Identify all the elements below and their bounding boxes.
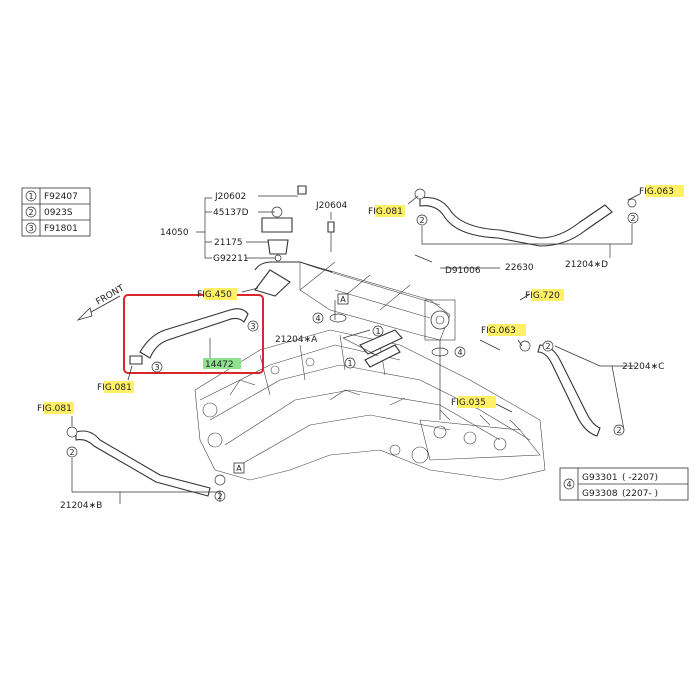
legend-bottom-range-1: ( -2207)	[622, 473, 658, 483]
fig-ref-text: FIG.450	[197, 290, 232, 300]
hose-21204b: 2 2 21204∗B	[60, 426, 226, 511]
part-14472-label[interactable]: 14472	[205, 360, 234, 370]
callout-4-left: 4	[315, 314, 320, 323]
clamp-2-d-right: 2	[630, 214, 635, 223]
fig-ref-highlight	[488, 324, 526, 336]
legend-bottom-range-2: (2207- )	[622, 489, 658, 499]
label-d91006: D91006	[445, 266, 481, 276]
label-21204b: 21204∗B	[60, 501, 102, 511]
hose-14472[interactable]	[139, 308, 249, 359]
legend-num-2: 2	[28, 208, 33, 217]
ref-arrows	[71, 193, 641, 426]
fig-ref-highlight	[532, 289, 564, 301]
fig-ref-063-mid[interactable]: FIG.063	[481, 324, 526, 336]
fig-ref-text: FIG.035	[451, 398, 486, 408]
hose-14472-group[interactable]: 3 3 14472	[123, 294, 264, 374]
callout-1-upper: 1	[375, 327, 380, 336]
legend-num-1: 1	[28, 192, 33, 201]
fig-ref-720[interactable]: FIG.720	[525, 289, 564, 301]
label-j20604: J20604	[315, 201, 348, 211]
clamp-2-d-left: 2	[419, 216, 424, 225]
label-22630: 22630	[505, 263, 534, 273]
front-arrow: FRONT	[76, 283, 127, 321]
marker-a-top: A	[337, 293, 349, 305]
clamp-2-b-left: 2	[69, 448, 74, 457]
clamp-3-right: 3	[250, 322, 255, 331]
label-j20602: J20602	[214, 192, 246, 202]
fig-ref-063-top[interactable]: FIG.063	[639, 185, 684, 197]
legend-bottom: 4 G93301 ( -2207) G93308 (2207- )	[559, 467, 689, 501]
fig-ref-text: FIG.720	[525, 291, 560, 301]
fig-ref-text: FIG.063	[481, 326, 516, 336]
fig-ref-highlight	[458, 396, 496, 408]
fig-ref-highlight	[204, 288, 237, 300]
clamp-3-left: 3	[154, 363, 159, 372]
label-21204a: 21204∗A	[275, 335, 318, 345]
legend-bottom-num: 4	[566, 480, 571, 489]
clamp-2-c-top: 2	[545, 342, 550, 351]
legend-bottom-code-1: G93301	[582, 473, 618, 483]
highlight-box	[123, 294, 264, 374]
clamp-2-c-bottom: 2	[616, 426, 621, 435]
hose-21204c: 2 2 21204∗C	[519, 340, 664, 437]
callout-1-lower: 1	[347, 359, 352, 368]
fig-ref-highlight	[44, 402, 74, 414]
leader-lines	[196, 195, 501, 420]
legend-code-3: F91801	[44, 224, 78, 234]
fig-ref-081-left[interactable]: FIG.081	[37, 402, 74, 414]
label-g92211: G92211	[213, 254, 249, 264]
engine-block	[194, 329, 546, 481]
fig-ref-035[interactable]: FIG.035	[451, 396, 496, 408]
marker-a-bottom: A	[233, 462, 245, 474]
label-45137d: 45137D	[213, 208, 249, 218]
legend-top: 1 2 3 F92407 0923S F91801	[21, 187, 91, 237]
fig-ref-081-mid[interactable]: FIG.081	[97, 381, 134, 393]
fig-ref-text: FIG.081	[97, 383, 132, 393]
fig-ref-450[interactable]: FIG.450	[197, 288, 237, 300]
part-14472-highlight	[203, 358, 241, 369]
svg-text:A: A	[236, 464, 242, 473]
label-21204d: 21204∗D	[565, 260, 608, 270]
front-label: FRONT	[95, 283, 127, 307]
fig-ref-text: FIG.081	[37, 404, 72, 414]
water-pipe-assembly	[254, 185, 456, 368]
svg-text:A: A	[340, 295, 346, 304]
legend-num-3: 3	[28, 224, 33, 233]
label-21175: 21175	[214, 238, 243, 248]
fig-ref-text: FIG.081	[368, 207, 403, 217]
callout-4-right: 4	[457, 348, 462, 357]
fig-ref-highlight	[375, 205, 405, 217]
manifold-callouts: 4 1 1 4	[312, 312, 466, 369]
fig-ref-highlight	[646, 185, 684, 197]
fig-ref-081-top[interactable]: FIG.081	[368, 205, 405, 217]
label-21204c: 21204∗C	[622, 362, 664, 372]
legend-bottom-code-2: G93308	[582, 489, 618, 499]
label-14050: 14050	[160, 228, 189, 238]
hose-21204d: 2 2 21204∗D	[414, 188, 639, 270]
legend-code-1: F92407	[44, 192, 78, 202]
fig-ref-highlight	[104, 381, 134, 393]
fig-ref-text: FIG.063	[639, 187, 674, 197]
legend-code-2: 0923S	[44, 208, 73, 218]
